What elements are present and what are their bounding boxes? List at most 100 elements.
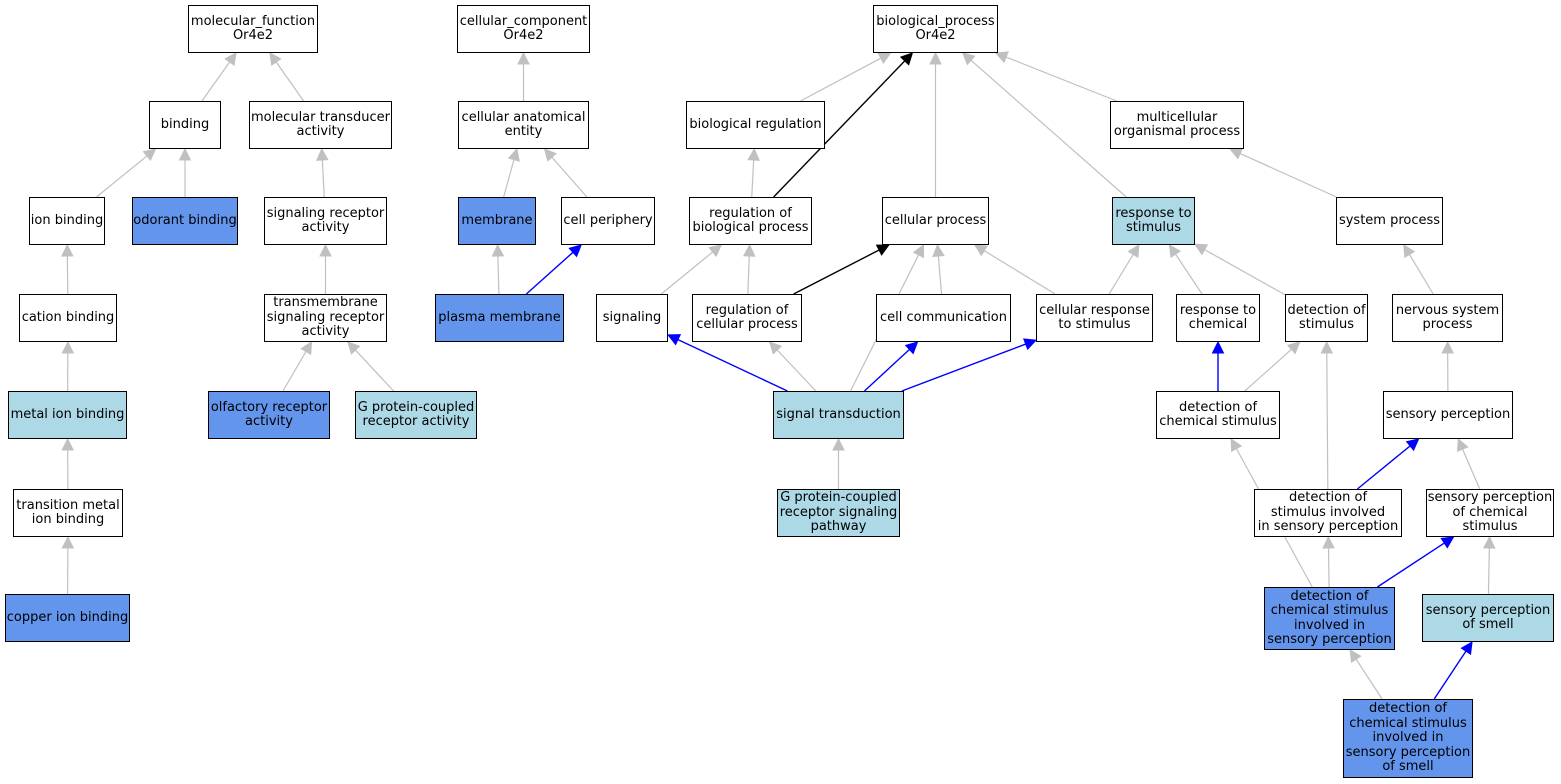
edge-arrowhead-pm-to-cper	[568, 244, 582, 258]
go-term-node-mib: metal ion binding	[8, 391, 127, 439]
edge-arrowhead-cper-to-cae	[543, 148, 557, 162]
edge-docsispos-to-sps	[1433, 650, 1467, 700]
edge-st-to-sig	[677, 338, 788, 392]
edge-arrowhead-rbp-to-bp	[899, 52, 914, 66]
edge-arrowhead-sig-to-rbp	[708, 244, 723, 258]
edge-arrowhead-crs-to-rts	[1127, 244, 1140, 259]
edge-arrowhead-sra-to-mta	[316, 147, 329, 161]
edge-rcp-to-cp	[793, 249, 880, 295]
edge-arrowhead-gpcrsp-to-st	[832, 437, 845, 451]
edge-arrowhead-st-to-cp	[912, 243, 924, 259]
go-term-node-gpcrsp: G protein-coupled receptor signaling pat…	[777, 489, 900, 537]
edge-st-to-rcp	[776, 349, 817, 392]
edge-sra-to-mta	[321, 159, 325, 198]
go-term-node-cper: cell periphery	[561, 197, 655, 245]
go-term-node-crs: cellular response to stimulus	[1036, 294, 1153, 342]
edge-breg-to-bp	[800, 57, 882, 102]
edge-arrowhead-st-to-rcp	[768, 341, 783, 355]
edge-sig-to-rbp	[660, 251, 714, 295]
go-term-node-catb: cation binding	[19, 294, 117, 342]
go-term-node-nsp: nervous system process	[1392, 294, 1503, 342]
edge-arrowhead-cc2-to-cp	[932, 243, 945, 257]
go-term-node-cc: cellular_component Or4e2	[457, 5, 590, 53]
edge-dos-to-rts	[1204, 249, 1286, 296]
edge-rcp-to-rbp	[747, 255, 750, 295]
edge-spcs-to-sp	[1462, 448, 1481, 490]
go-term-node-sig: signaling	[596, 294, 668, 342]
go-term-node-docsispos: detection of chemical stimulus involved …	[1343, 699, 1473, 778]
edge-arrowhead-dosisp-to-dos	[1320, 340, 1334, 354]
edge-dosisp-to-sp	[1356, 445, 1411, 490]
go-term-node-ionb: ion binding	[29, 197, 105, 245]
edge-docsisp-to-dosisp	[1327, 547, 1330, 588]
edge-arrowhead-rcp-to-cp	[875, 244, 890, 256]
go-term-node-cp: cellular process	[882, 197, 989, 245]
edge-arrowhead-docsisp-to-dosisp	[1322, 535, 1335, 549]
go-term-node-gpcra: G protein-coupled receptor activity	[355, 391, 477, 439]
edge-arrowhead-docs-to-rtc	[1211, 340, 1225, 354]
edge-mop-to-bp	[1005, 56, 1117, 102]
go-term-node-sps: sensory perception of smell	[1422, 594, 1554, 642]
edge-arrowhead-sp-to-nsp	[1441, 340, 1454, 354]
go-term-node-mem: membrane	[458, 197, 536, 245]
edge-nsp-to-sysp	[1408, 254, 1434, 295]
edge-pm-to-cper	[525, 251, 574, 295]
edge-crs-to-cp	[983, 250, 1056, 295]
edge-mem-to-cae	[503, 159, 515, 198]
edge-arrowhead-st-to-sig	[666, 334, 682, 346]
edge-arrowhead-dosisp-to-sp	[1405, 438, 1420, 452]
edge-arrowhead-spcs-to-sp	[1457, 437, 1469, 453]
edge-arrowhead-docsispos-to-sps	[1460, 641, 1473, 656]
go-term-node-rtc: response to chemical	[1176, 294, 1260, 342]
edge-arrowhead-mib-to-catb	[61, 340, 75, 354]
edge-arrowhead-mop-to-bp	[994, 51, 1009, 64]
edge-arrowhead-rtc-to-rts	[1168, 244, 1182, 259]
edge-rbp-to-bp	[773, 60, 906, 198]
edge-arrowhead-ora-to-tsra	[300, 341, 313, 356]
go-term-node-rcp: regulation of cellular process	[692, 294, 802, 342]
edge-arrowhead-gpcra-to-tsra	[347, 341, 361, 355]
edge-arrowhead-cae-to-cc	[517, 51, 530, 65]
go-term-node-dos: detection of stimulus	[1285, 294, 1368, 342]
edge-rbp-to-breg	[751, 159, 755, 198]
edge-arrowhead-odb-to-binding	[178, 147, 192, 161]
go-term-node-docsisp: detection of chemical stimulus involved …	[1264, 587, 1395, 650]
edge-arrowhead-binding-to-mf	[224, 52, 237, 67]
edge-cper-to-cae	[551, 156, 588, 198]
edge-sps-to-spcs	[1487, 547, 1490, 595]
go-term-node-sp: sensory perception	[1383, 391, 1513, 439]
edge-rtc-to-rts	[1175, 253, 1203, 295]
go-term-node-spcs: sensory perception of chemical stimulus	[1426, 489, 1554, 537]
edge-rts-to-bp	[970, 59, 1127, 198]
edge-arrowhead-sysp-to-mop	[1229, 147, 1244, 160]
edge-arrowhead-docsispos-to-docsisp	[1349, 649, 1362, 664]
edge-cc2-to-cp	[937, 255, 943, 295]
edge-pm-to-mem	[497, 255, 500, 295]
edge-arrowhead-nsp-to-sysp	[1403, 244, 1416, 259]
edge-st-to-cc2	[864, 348, 910, 392]
edge-arrowhead-rcp-to-rbp	[742, 243, 756, 257]
edge-arrowhead-crs-to-cp	[973, 244, 988, 257]
edge-arrowhead-breg-to-bp	[877, 52, 892, 64]
go-term-node-tsra: transmembrane signaling receptor activit…	[264, 294, 387, 342]
go-term-node-tmib: transition metal ion binding	[13, 489, 123, 537]
go-term-node-rbp: regulation of biological process	[689, 197, 812, 245]
edge-gpcra-to-tsra	[354, 349, 395, 392]
go-term-node-sysp: system process	[1336, 197, 1443, 245]
edge-dosisp-to-dos	[1326, 352, 1329, 490]
edge-docsisp-to-spcs	[1377, 542, 1445, 588]
edge-docsispos-to-docsisp	[1355, 658, 1383, 700]
edge-mta-to-mf	[275, 61, 305, 102]
go-term-node-odb: odorant binding	[132, 197, 238, 245]
go-term-node-ora: olfactory receptor activity	[208, 391, 330, 439]
edge-arrowhead-docs-to-dos	[1286, 341, 1301, 355]
edge-arrowhead-pm-to-mem	[491, 243, 505, 257]
edge-arrowhead-mta-to-mf	[269, 52, 282, 67]
go-term-node-mta: molecular transducer activity	[249, 101, 392, 149]
edge-arrowhead-dos-to-rts	[1194, 243, 1209, 256]
edge-arrowhead-docsisp-to-spcs	[1440, 536, 1455, 549]
edge-docs-to-dos	[1244, 348, 1292, 392]
edge-arrowhead-cp-to-bp	[929, 51, 942, 65]
go-term-node-cae: cellular anatomical entity	[458, 101, 589, 149]
